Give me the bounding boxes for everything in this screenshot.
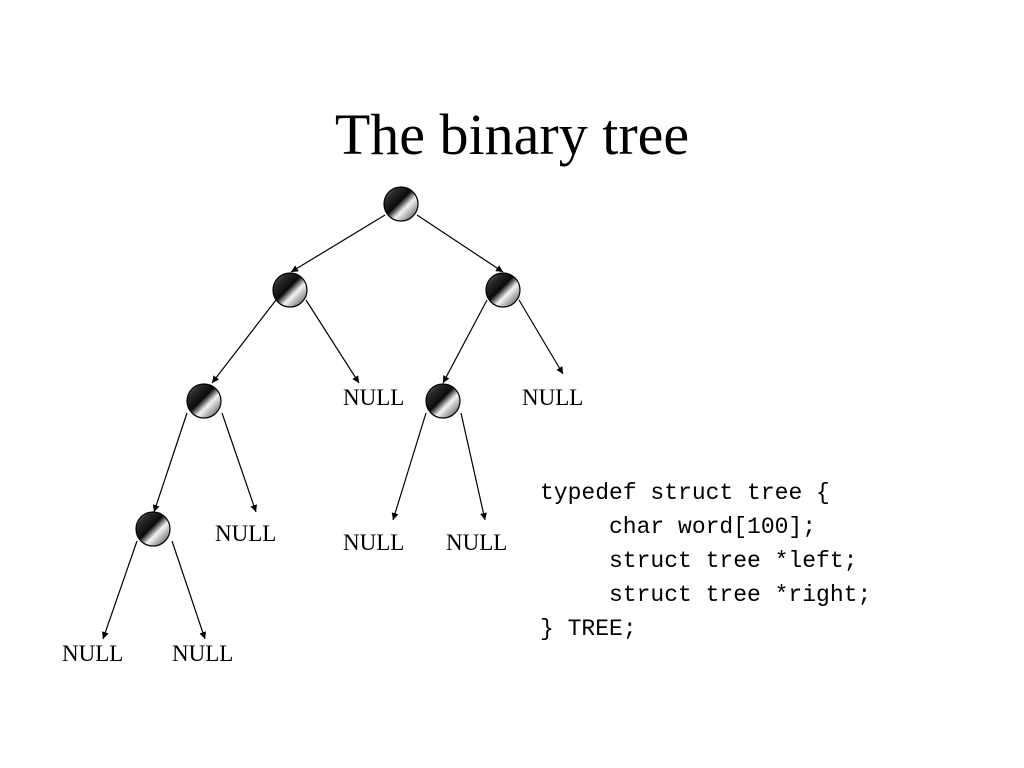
null-labels: NULL NULL NULL NULL NULL NULL NULL [62,385,583,666]
edge-r-left [442,299,488,384]
edge-lll-right-null [171,540,207,640]
tree-node-left-left-left [135,511,171,547]
edge-rl-left-null [391,412,427,521]
code-line: struct tree *right; [609,582,872,608]
null-label: NULL [215,521,276,546]
tree-edges [101,214,564,640]
edge-lll-left-null [101,540,138,640]
edge-root-left [290,214,386,273]
edge-ll-left [152,412,188,513]
typedef-code-block: typedef struct tree { char word[100]; st… [540,476,871,646]
null-label: NULL [172,641,233,666]
edge-r-right-null [518,299,564,375]
code-line: typedef struct tree { [540,480,830,506]
tree-node-right [485,272,521,308]
tree-node-root [383,186,419,222]
edge-l-left [211,299,277,384]
tree-node-right-left [425,383,461,419]
edge-rl-right-null [460,412,487,521]
null-label: NULL [343,530,404,555]
null-label: NULL [343,385,404,410]
code-line: char word[100]; [609,514,817,540]
tree-nodes [135,186,521,547]
edge-ll-right-null [221,412,258,513]
code-line: } TREE; [540,616,637,642]
slide-title: The binary tree [334,102,690,167]
null-label: NULL [522,385,583,410]
edge-root-right [416,214,504,273]
tree-node-left [272,272,308,308]
edge-l-right-null [305,299,360,384]
null-label: NULL [62,641,123,666]
tree-node-left-left [186,383,222,419]
null-label: NULL [446,530,507,555]
code-line: struct tree *left; [609,548,858,574]
